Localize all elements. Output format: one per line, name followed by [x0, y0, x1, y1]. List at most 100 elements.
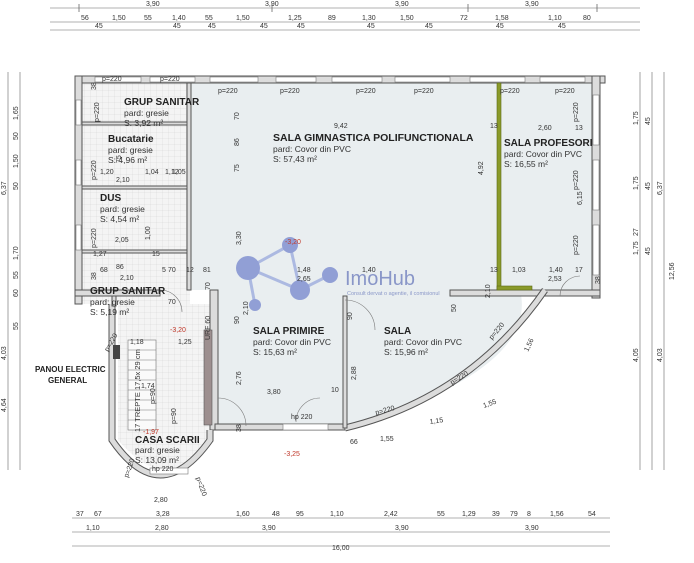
dim-bot2-1: 1,10 [86, 525, 100, 532]
window-e1 [592, 94, 600, 146]
dim-int: 1,40 [549, 267, 563, 274]
level-1: -3,20 [170, 327, 186, 334]
dim-int: 1,20 [100, 169, 114, 176]
stair-flight [127, 339, 157, 431]
right-dimensions: 1,75 45 1,75 45 1,75 27 45 6,37 12,56 4,… [633, 72, 676, 470]
dim-bot-6: 95 [296, 511, 304, 518]
dim-top2-9: 1,30 [362, 15, 376, 22]
dim-bot-13: 8 [527, 511, 531, 518]
dim-int: 2,65 [297, 276, 311, 283]
dim-int: 70 [168, 299, 176, 306]
building [74, 75, 606, 479]
dim-right-inner-5: 1,75 [633, 241, 640, 255]
dim-int: 13 [490, 267, 498, 274]
dim-int: 38 [91, 272, 98, 280]
dim-int: 1,27 [93, 251, 107, 258]
dim-int: 50 [451, 304, 458, 312]
door-swing-2 [295, 397, 321, 423]
dim-int: 1,18 [130, 339, 144, 346]
dim-left-inner-1: 1,65 [13, 106, 20, 120]
dim-int: 1,05 [172, 169, 186, 176]
dim-int: p=220 [573, 102, 580, 122]
dim-int: 86 [234, 138, 241, 146]
dim-top3-4: 45 [260, 23, 268, 30]
level-4: -3,20 [285, 239, 301, 246]
dim-int: 1,74 [141, 383, 155, 390]
dim-top3-6: 45 [367, 23, 375, 30]
dim-top3-5: 45 [297, 23, 305, 30]
dim-top3-8: 45 [496, 23, 504, 30]
wall-south-east [449, 289, 601, 297]
top-dimensions: 3,90 3,90 3,90 3,90 56 1,50 55 1,40 55 1… [50, 1, 640, 31]
dim-top2-11: 72 [460, 15, 468, 22]
partition-reception-sala [342, 295, 348, 429]
floor-sala [345, 290, 522, 428]
dim-int: p=220 [91, 228, 98, 248]
panel-label-line2: GENERAL [48, 376, 87, 385]
dim-int: p=220 [573, 235, 580, 255]
dim-top-4: 3,90 [525, 1, 539, 8]
dim-bot-12: 79 [510, 511, 518, 518]
room-sala-profesori: SALA PROFESORI pard: Covor din PVC S: 16… [504, 138, 593, 169]
window-n6 [394, 76, 451, 83]
dim-bot-2: 67 [94, 511, 102, 518]
dim-top-1: 3,90 [146, 1, 160, 8]
window-hp-stair [149, 467, 189, 475]
dim-int: hp 220 [291, 414, 313, 421]
window-n4 [275, 76, 317, 83]
dim-int: 9,42 [334, 123, 348, 130]
room-floor: pard: Covor din PVC [273, 144, 351, 154]
dim-bot-3: 3,28 [156, 511, 170, 518]
dim-int: 2,05 [115, 237, 129, 244]
dim-int: 1,25 [178, 339, 192, 346]
dim-top3-2: 45 [173, 23, 181, 30]
window-e3 [592, 224, 600, 276]
room-floor: pard: gresie [124, 108, 169, 118]
door-swing-5 [344, 299, 376, 331]
dim-top3-7: 45 [425, 23, 433, 30]
dim-right-inner-3: 1,75 [633, 176, 640, 190]
dim-int: 1,56 [523, 337, 535, 352]
dim-bot2-2: 2,80 [155, 525, 169, 532]
dim-int: p=220 [194, 476, 207, 497]
dim-int: 2,76 [236, 371, 243, 385]
dim-top2-6: 1,50 [236, 15, 250, 22]
floor-tiles-west [80, 82, 190, 304]
stair-label: 17 TREPTE 17,5x 29 cm [133, 349, 142, 432]
dim-int: 3,80 [267, 389, 281, 396]
dim-int: 68 [100, 267, 108, 274]
room-name: SALA GIMNASTICA POLIFUNCTIONALA [273, 132, 474, 144]
floor-main [190, 82, 592, 290]
dim-int: 13 [575, 125, 583, 132]
dim-top2-1: 56 [81, 15, 89, 22]
level-2: -1,97 [143, 429, 159, 436]
dim-top2-2: 1,50 [112, 15, 126, 22]
room-floor: pard: Covor din PVC [253, 337, 331, 347]
room-floor: pard: gresie [100, 204, 145, 214]
dim-left-inner-5: 1,70 [13, 246, 20, 260]
window-w3 [75, 224, 82, 251]
dim-left-outer-2: 4,03 [1, 346, 8, 360]
dim-int: p=220 [94, 102, 101, 122]
dim-bot-5: 48 [272, 511, 280, 518]
interior-dimensions: p=220 p=220 p=220 p=220 p=220 p=220 p=22… [91, 76, 602, 504]
dim-int: hp 220 [152, 466, 174, 473]
dim-int: 38 [236, 424, 243, 432]
room-bucatarie: Bucatarie pard: gresie S: 4,96 m² [108, 134, 154, 165]
room-grup-sanitar-2: GRUP SANITAR pard: gresie S: 5,19 m² [90, 286, 166, 317]
room-sala-primire: SALA PRIMIRE pard: Covor din PVC S: 15,6… [253, 326, 331, 357]
dim-int: p=90 [171, 408, 178, 424]
dim-int: p=220 [356, 88, 376, 95]
dim-right-outer-4: 4,03 [657, 348, 664, 362]
dim-int: 1,00 [145, 226, 152, 240]
partition-dus-wc [81, 249, 188, 254]
room-name: CASA SCARII [135, 435, 200, 446]
dim-right-inner-1: 1,75 [633, 111, 640, 125]
urf-label: URF 60 [205, 316, 212, 340]
dim-int: p=220 [160, 76, 180, 83]
watermark: ImoHub Consult dervat o agentie, il comi… [236, 237, 440, 311]
room-name: SALA PRIMIRE [253, 326, 325, 337]
dim-top2-3: 55 [144, 15, 152, 22]
dim-top2-4: 1,40 [172, 15, 186, 22]
